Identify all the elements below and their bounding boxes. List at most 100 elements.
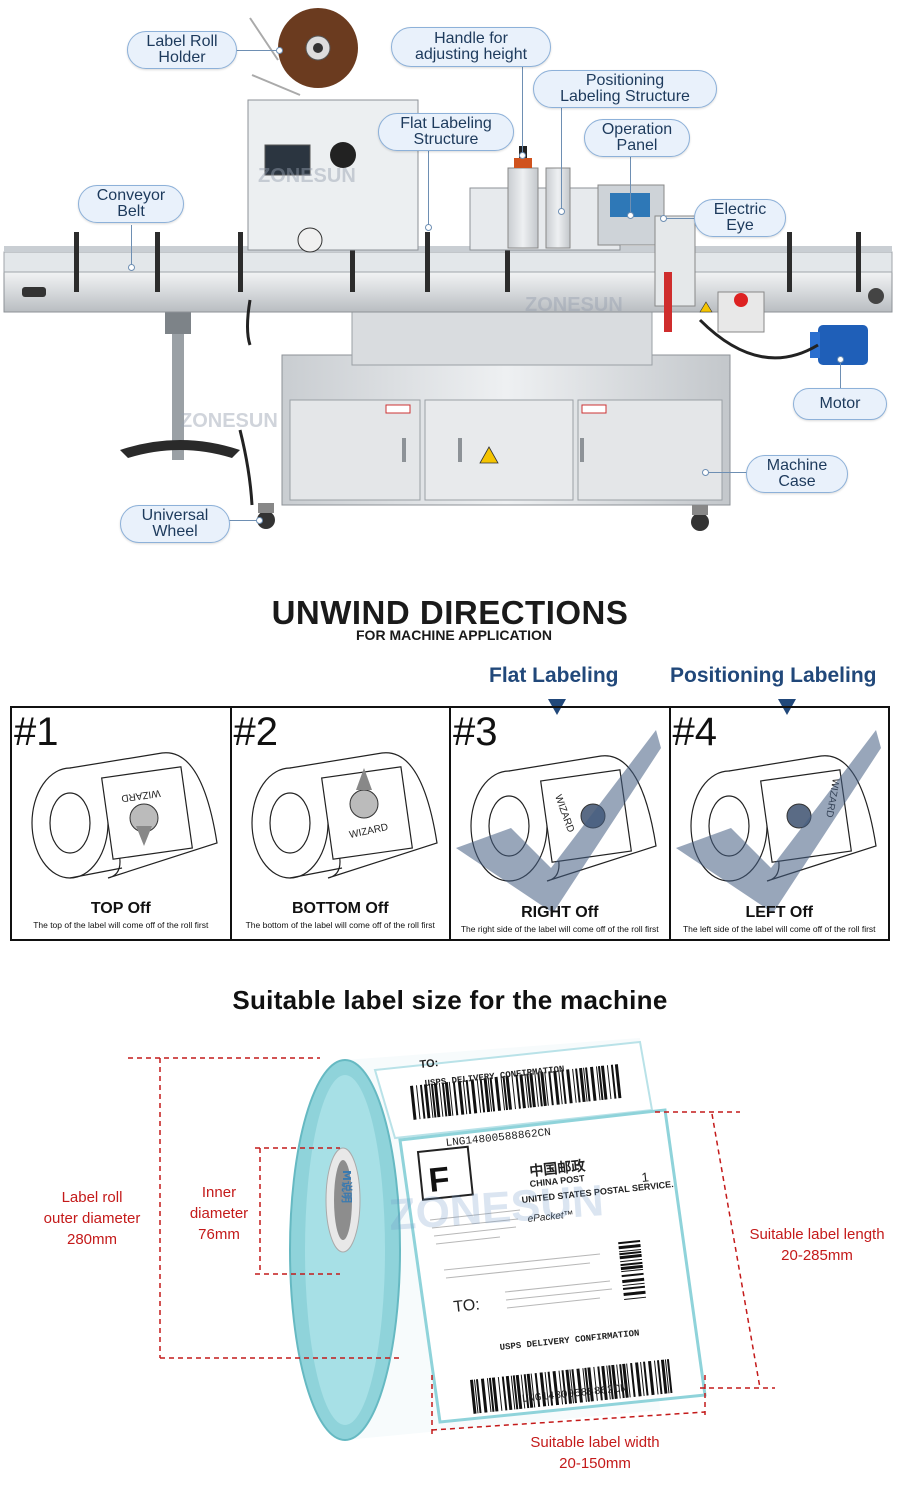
barcode-bar (520, 1374, 526, 1409)
cell-title: BOTTOM Off (291, 900, 389, 917)
barcode-bar (606, 1365, 611, 1400)
barcode-bar (505, 1075, 513, 1110)
barcode-bar (656, 1360, 663, 1395)
barcode-bar (489, 1077, 496, 1112)
barcode-bar (497, 1376, 503, 1411)
barcode-bar (635, 1362, 642, 1397)
barcode-bar (515, 1374, 523, 1410)
barcode-bar (480, 1378, 488, 1413)
leader-dot (558, 208, 565, 215)
barcode-bar (511, 1075, 516, 1110)
barcode-bar (552, 1371, 560, 1406)
wizard-text: WIZARD (121, 787, 162, 803)
unwind-grid: WIZARD #1 TOP Off The top of the label w… (10, 706, 890, 941)
barcode-bar (441, 1082, 448, 1117)
barcode-bar (494, 1076, 502, 1111)
leader-line (236, 50, 276, 51)
barcode-bar (423, 1084, 431, 1119)
barcode-bar (597, 1066, 604, 1101)
barcode-bar (611, 1364, 618, 1399)
barcode-bar (544, 1071, 549, 1106)
barcode-bar (666, 1359, 673, 1394)
barcode-bar (547, 1371, 554, 1406)
barcode-bar (622, 1285, 646, 1291)
barcode-bar (544, 1372, 550, 1406)
barcode-bar (470, 1079, 478, 1114)
barcode-bar (619, 1248, 642, 1253)
f-mark: F (427, 1160, 452, 1200)
barcode-bar (585, 1067, 591, 1102)
barcode-bar (618, 1240, 641, 1245)
leader-line (228, 520, 258, 521)
leader-line (428, 150, 429, 226)
barcode-bar (566, 1069, 573, 1104)
leader-line (630, 157, 631, 217)
barcode-bar (487, 1077, 493, 1112)
leader-line (522, 66, 523, 158)
roll-bottom-off-illustration: WIZARD (250, 752, 438, 879)
barcode-bar (561, 1370, 568, 1405)
barcode-bar (619, 1253, 642, 1260)
unwind-cell-4: WIZARD #4 LEFT Off The left side of the … (671, 708, 889, 939)
barcode-bar (502, 1076, 509, 1111)
barcode-bar (606, 1065, 612, 1100)
barcode-bar (534, 1372, 541, 1408)
barcode-bar (590, 1066, 597, 1101)
barcode-bar (430, 1083, 437, 1118)
barcode-bar (643, 1361, 649, 1396)
barcode-bar (640, 1362, 645, 1396)
core-brand-text: M说明 (340, 1170, 354, 1203)
barcode-bar (553, 1070, 560, 1105)
cell-description: The top of the label will come off of th… (33, 920, 209, 930)
barcode-bar (539, 1372, 547, 1407)
barcode-bar (486, 1378, 492, 1413)
barcode-bar (579, 1067, 586, 1103)
cell-description: The bottom of the label will come off of… (245, 920, 435, 930)
barcode-bar (601, 1365, 608, 1401)
leader-dot (519, 152, 526, 159)
barcode-bar (624, 1296, 647, 1300)
leader-dot (128, 264, 135, 271)
cell-number: #2 (233, 710, 279, 754)
barcode (618, 1240, 647, 1300)
machine-illustration (3, 8, 893, 531)
leader-dot (276, 47, 283, 54)
leader-line (131, 225, 132, 265)
leader-dot (627, 212, 634, 219)
barcode-bar (620, 1261, 643, 1267)
barcode-bar (648, 1360, 655, 1396)
cell-description: The right side of the label will come of… (460, 924, 659, 934)
roll-left-off-illustration: WIZARD (675, 730, 881, 913)
barcode-bar (548, 1071, 554, 1106)
cell-number: #4 (672, 710, 718, 754)
barcode-bar (614, 1064, 622, 1099)
barcode-bar (664, 1359, 670, 1394)
roll-top-off-illustration: WIZARD (31, 752, 218, 879)
barcode-bar (595, 1066, 601, 1101)
barcode-bar (558, 1070, 563, 1105)
barcode-bar (620, 1258, 643, 1263)
positioning-labeling-tag: Positioning Labeling (670, 664, 877, 687)
cell-title: TOP Off (90, 900, 151, 917)
barcode-bar (621, 1268, 644, 1273)
barcode-bar (476, 1078, 482, 1113)
barcode-bar (479, 1078, 486, 1113)
barcode-bar (438, 1082, 444, 1117)
leader-line (706, 472, 748, 473)
leader-dot (660, 215, 667, 222)
number-one: 1 (641, 1169, 650, 1185)
barcode-bar (610, 1064, 617, 1099)
barcode (470, 1359, 673, 1414)
barcode-bar (561, 1069, 567, 1104)
barcode-bar (523, 1374, 530, 1409)
barcode-bar (526, 1373, 534, 1408)
watermark: ZONESUN (258, 165, 356, 187)
